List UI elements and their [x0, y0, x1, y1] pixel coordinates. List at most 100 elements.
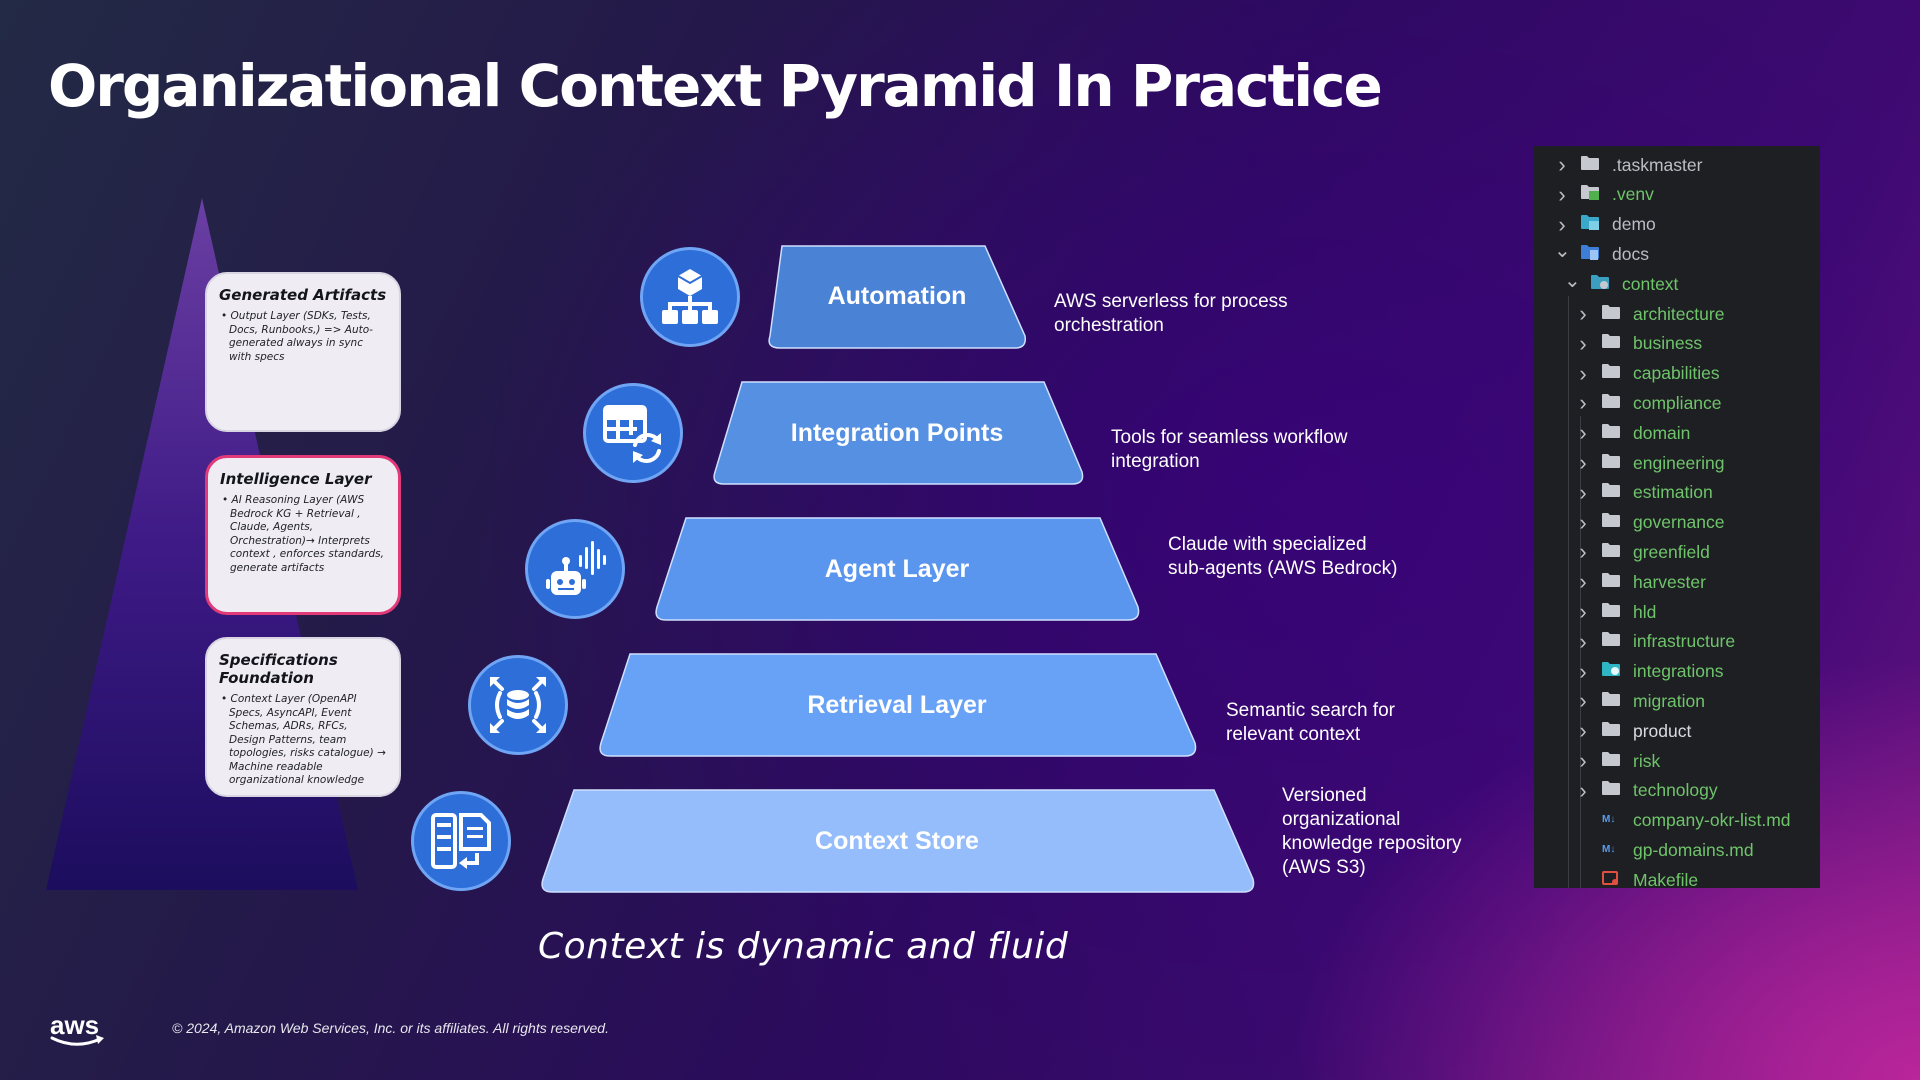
- tree-item[interactable]: ›demo: [1554, 210, 1655, 240]
- folder-icon: [1601, 602, 1621, 623]
- context-pyramid: [541, 245, 1255, 893]
- tree-item[interactable]: ›compliance: [1575, 388, 1721, 418]
- folder-integrations-icon: [1601, 661, 1621, 682]
- tree-item[interactable]: › estimation: [1575, 478, 1713, 508]
- chevron-right-icon[interactable]: ›: [1579, 360, 1587, 386]
- tree-item[interactable]: ›infrastructure: [1575, 627, 1735, 657]
- folder-venv-icon: [1580, 184, 1600, 205]
- markdown-icon: M↓: [1601, 810, 1621, 831]
- chevron-right-icon[interactable]: ›: [1579, 450, 1587, 475]
- card-specifications-foundation: Specifications Foundation • Context Laye…: [205, 637, 401, 797]
- chevron-right-icon[interactable]: ›: [1558, 181, 1566, 207]
- tree-item[interactable]: ⌄context: [1564, 269, 1678, 299]
- card-heading: Intelligence Layer: [220, 470, 372, 488]
- folder-icon: [1601, 721, 1621, 742]
- tree-item[interactable]: ›risk: [1575, 746, 1660, 776]
- chevron-down-icon[interactable]: ⌄: [1554, 239, 1571, 262]
- tier-label-integration-points: Integration Points: [790, 419, 1004, 447]
- tier-label-retrieval-layer: Retrieval Layer: [807, 691, 987, 719]
- tree-item[interactable]: › technology: [1575, 776, 1718, 806]
- folder-icon: [1601, 304, 1621, 325]
- tier-label-agent-layer: Agent Layer: [824, 555, 970, 583]
- tree-item-label: .venv: [1612, 184, 1654, 205]
- folder-icon: [1601, 363, 1621, 384]
- chevron-right-icon[interactable]: ›: [1579, 777, 1587, 803]
- card-body: • Context Layer (OpenAPI Specs, AsyncAPI…: [221, 693, 386, 786]
- chevron-right-icon[interactable]: ›: [1579, 599, 1587, 624]
- hierarchy-icon: [640, 247, 740, 347]
- folder-icon: [1601, 512, 1621, 533]
- chevron-right-icon[interactable]: ›: [1579, 509, 1587, 535]
- tree-item-label: .taskmaster: [1612, 154, 1703, 175]
- tree-item-label: greenfield: [1633, 541, 1710, 562]
- chevron-right-icon[interactable]: ›: [1579, 539, 1587, 565]
- chevron-right-icon[interactable]: ›: [1579, 330, 1587, 356]
- chevron-down-icon[interactable]: ⌄: [1564, 269, 1581, 292]
- tier-automation: [768, 245, 1027, 349]
- card-body: • AI Reasoning Layer (AWS Bedrock KG + R…: [222, 494, 384, 574]
- chevron-right-icon[interactable]: ›: [1579, 718, 1587, 744]
- folder-icon: [1580, 155, 1600, 176]
- chevron-right-icon[interactable]: ›: [1579, 301, 1587, 326]
- file-tree-panel[interactable]: ›.taskmaster›.venv›demo⌄docs⌄context›arc…: [1534, 146, 1820, 888]
- chevron-right-icon[interactable]: ›: [1579, 658, 1587, 684]
- tree-item[interactable]: Makefile: [1575, 865, 1698, 888]
- tree-item[interactable]: › governance: [1575, 508, 1724, 538]
- folder-icon: [1601, 751, 1621, 772]
- tree-item[interactable]: › .taskmaster: [1554, 150, 1702, 180]
- card-intelligence-layer: Intelligence Layer • AI Reasoning Layer …: [205, 455, 401, 615]
- tree-item[interactable]: ›integrations: [1575, 657, 1723, 687]
- tree-item-label: domain: [1633, 422, 1691, 443]
- tree-item[interactable]: M↓ company-okr-list.md: [1575, 806, 1791, 836]
- tree-indent-guide: [1580, 416, 1581, 888]
- tier-retrieval-layer: [599, 653, 1197, 757]
- tree-item-label: company-okr-list.md: [1633, 810, 1791, 831]
- tree-item-label: estimation: [1633, 482, 1713, 503]
- tree-item-label: architecture: [1633, 303, 1725, 324]
- chevron-right-icon[interactable]: ›: [1579, 688, 1587, 714]
- note-agent-layer: Claude with specialized sub-agents (AWS …: [1168, 534, 1398, 579]
- folder-docs-icon: [1580, 244, 1600, 265]
- folder-icon: [1601, 631, 1621, 652]
- tree-item[interactable]: ⌄ docs: [1554, 239, 1649, 269]
- tree-item[interactable]: › .venv: [1554, 180, 1654, 210]
- tree-item[interactable]: M↓gp-domains.md: [1575, 835, 1754, 865]
- chevron-right-icon[interactable]: ›: [1579, 390, 1587, 416]
- tree-item[interactable]: › greenfield: [1575, 537, 1710, 567]
- table-sync-icon: [583, 383, 683, 483]
- tier-integration-points: [713, 381, 1084, 485]
- folder-module-icon: [1580, 214, 1600, 235]
- tree-item-label: governance: [1633, 512, 1725, 533]
- tree-item-label: gp-domains.md: [1633, 839, 1754, 860]
- tree-item[interactable]: › architecture: [1575, 299, 1724, 329]
- folder-icon: [1601, 542, 1621, 563]
- folder-icon: [1601, 572, 1621, 593]
- tree-item[interactable]: › hld: [1575, 597, 1656, 627]
- tree-item-label: technology: [1633, 780, 1718, 801]
- svg-text:M↓: M↓: [1602, 814, 1615, 825]
- tree-item-label: engineering: [1633, 452, 1725, 473]
- tree-item-label: product: [1633, 720, 1692, 741]
- folder-icon: [1601, 423, 1621, 444]
- chevron-right-icon[interactable]: ›: [1579, 479, 1587, 505]
- tree-item[interactable]: ›harvester: [1575, 567, 1706, 597]
- tree-item-label: Makefile: [1633, 869, 1699, 888]
- tree-item[interactable]: ›capabilities: [1575, 359, 1719, 389]
- chevron-right-icon[interactable]: ›: [1579, 569, 1587, 595]
- folder-icon: [1601, 333, 1621, 354]
- chevron-right-icon[interactable]: ›: [1558, 211, 1566, 237]
- chevron-right-icon[interactable]: ›: [1558, 152, 1566, 177]
- chevron-right-icon[interactable]: ›: [1579, 420, 1587, 446]
- tree-item-label: hld: [1633, 601, 1657, 622]
- tree-item-label: docs: [1612, 243, 1649, 264]
- aws-logo: aws: [48, 1010, 108, 1053]
- chevron-right-icon[interactable]: ›: [1579, 748, 1587, 773]
- tree-item[interactable]: › product: [1575, 716, 1691, 746]
- folder-icon: [1601, 691, 1621, 712]
- tree-item[interactable]: ›migration: [1575, 686, 1705, 716]
- tree-item[interactable]: ›business: [1575, 329, 1702, 359]
- chevron-right-icon[interactable]: ›: [1579, 628, 1587, 654]
- tree-item[interactable]: › domain: [1575, 418, 1690, 448]
- tree-item[interactable]: › engineering: [1575, 448, 1724, 478]
- copyright-footer: © 2024, Amazon Web Services, Inc. or its…: [172, 1020, 609, 1036]
